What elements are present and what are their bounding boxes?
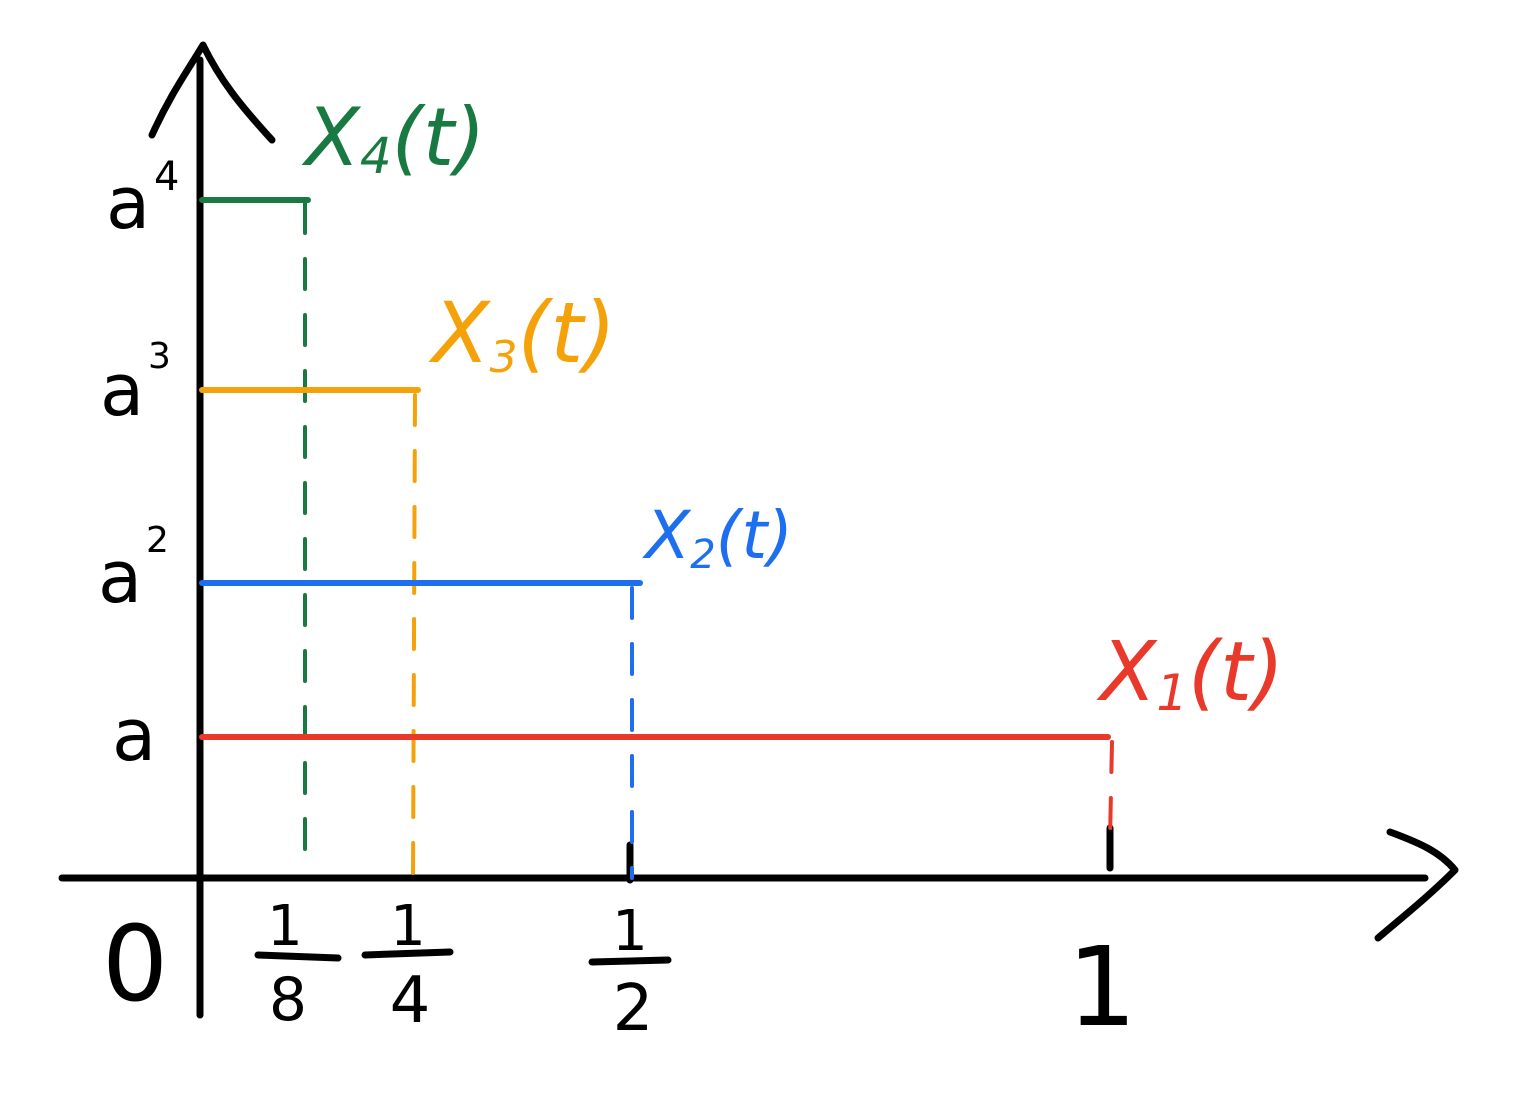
y-axis-labels: a a 2 a 3 a 4	[98, 154, 179, 777]
y-label-a2-exp: 2	[146, 520, 169, 561]
step-lines	[199, 197, 1111, 740]
origin-label: 0	[102, 903, 168, 1025]
y-label-a4-exp: 4	[154, 154, 179, 200]
x-axis-labels: 0 1 8 1 4 1 2 1	[102, 894, 1137, 1051]
drop-line-x1	[1108, 740, 1114, 842]
y-label-a3-exp: 3	[148, 336, 171, 377]
series-label-x1: X1(t)	[1096, 625, 1284, 722]
x-tick-quarter-denominator: 4	[390, 964, 431, 1038]
y-label-a2-base: a	[98, 535, 142, 619]
series-label-x4: X4(t)	[301, 91, 485, 185]
x-tick-half-numerator: 1	[612, 899, 648, 964]
axes	[58, 41, 1459, 1019]
y-axis-arrowhead	[148, 41, 276, 144]
series-labels: X4(t) X3(t) X2(t) X1(t)	[301, 91, 1284, 722]
x-tick-eighth-bar	[254, 951, 342, 962]
x-tick-one: 1	[1067, 923, 1137, 1051]
x-tick-quarter-bar	[361, 948, 454, 959]
y-label-a3-base: a	[100, 348, 144, 432]
x-axis-arrowhead	[1374, 828, 1459, 942]
series-label-x3: X3(t)	[428, 284, 616, 383]
series-label-x2: X2(t)	[642, 497, 793, 578]
x-tick-half-denominator: 2	[613, 972, 654, 1046]
drop-lines	[303, 201, 1114, 880]
y-label-a4-base: a	[106, 161, 150, 245]
drop-line-x3	[411, 393, 417, 880]
y-label-a: a	[112, 693, 156, 777]
x-tick-half-bar	[588, 956, 672, 966]
x-tick-eighth-numerator: 1	[267, 894, 303, 959]
x-tick-eighth-denominator: 8	[269, 965, 307, 1035]
x-tick-quarter-numerator: 1	[390, 894, 426, 959]
